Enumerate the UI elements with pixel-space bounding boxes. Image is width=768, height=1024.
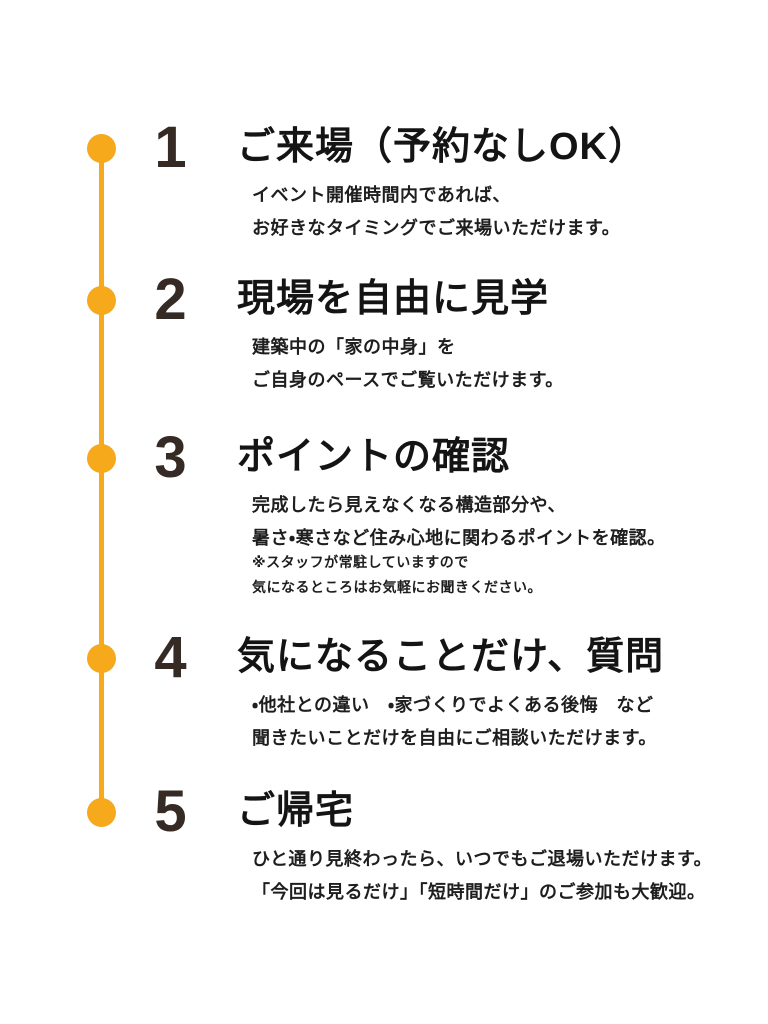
- timeline-line: [99, 148, 104, 812]
- step-note-line: 気になるところはお気軽にお聞きください。: [252, 579, 542, 595]
- step-header: 5 ご帰宅: [145, 783, 354, 841]
- step-description-line: 「今回は見るだけ」「短時間だけ」のご参加も大歓迎。: [252, 882, 706, 902]
- step-header: 2 現場を自由に見学: [145, 271, 549, 329]
- step-description-line: イベント開催時間内であれば、: [252, 185, 511, 205]
- timeline-dot-icon: [87, 798, 116, 827]
- step-number: 1: [154, 115, 186, 180]
- step-title: ご帰宅: [237, 790, 355, 833]
- step-number: 2: [154, 267, 186, 332]
- step-title: 気になることだけ、質問: [237, 636, 665, 679]
- step-description: ・他社との違い ・家づくりでよくある後悔 など聞きたいことだけを自由にご相談いた…: [252, 689, 657, 755]
- step-description-line: 建築中の「家の中身」を: [252, 337, 456, 357]
- timeline-dot-icon: [87, 286, 116, 315]
- step-description: 建築中の「家の中身」をご自身のペースでご覧いただけます。: [252, 331, 564, 397]
- step-description-line: ・他社との違い ・家づくりでよくある後悔 など: [252, 695, 654, 715]
- step-description-line: ひと通り見終わったら、いつでもご退場いただけます。: [252, 849, 713, 869]
- timeline-dot-icon: [87, 644, 116, 673]
- step-number: 4: [154, 625, 186, 690]
- step-description-line: 聞きたいことだけを自由にご相談いただけます。: [252, 728, 657, 748]
- step-header: 4 気になることだけ、質問: [145, 629, 664, 687]
- step-title: ポイントの確認: [237, 436, 511, 479]
- step-description: ひと通り見終わったら、いつでもご退場いただけます。「今回は見るだけ」「短時間だけ…: [252, 843, 712, 909]
- step-note-line: ※スタッフが常駐していますので: [252, 554, 469, 570]
- step-number: 3: [154, 425, 186, 490]
- step-description-line: お好きなタイミングでご来場いただけます。: [252, 218, 621, 238]
- step-header: 1 ご来場（予約なしOK）: [145, 119, 647, 177]
- step-title: 現場を自由に見学: [237, 278, 550, 321]
- step-description-line: 暑さ・寒さなど住み心地に関わるポイントを確認。: [252, 528, 666, 548]
- timeline-dot-icon: [87, 134, 116, 163]
- step-title: ご来場（予約なしOK）: [237, 126, 648, 169]
- step-header: 3 ポイントの確認: [145, 429, 510, 487]
- step-number: 5: [154, 779, 186, 844]
- step-description: 完成したら見えなくなる構造部分や、暑さ・寒さなど住み心地に関わるポイントを確認。: [252, 489, 666, 555]
- step-description: イベント開催時間内であれば、お好きなタイミングでご来場いただけます。: [252, 179, 620, 245]
- step-note: ※スタッフが常駐していますので気になるところはお気軽にお聞きください。: [252, 550, 542, 600]
- timeline-dot-icon: [87, 444, 116, 473]
- step-description-line: ご自身のペースでご覧いただけます。: [252, 370, 564, 390]
- step-description-line: 完成したら見えなくなる構造部分や、: [252, 495, 566, 515]
